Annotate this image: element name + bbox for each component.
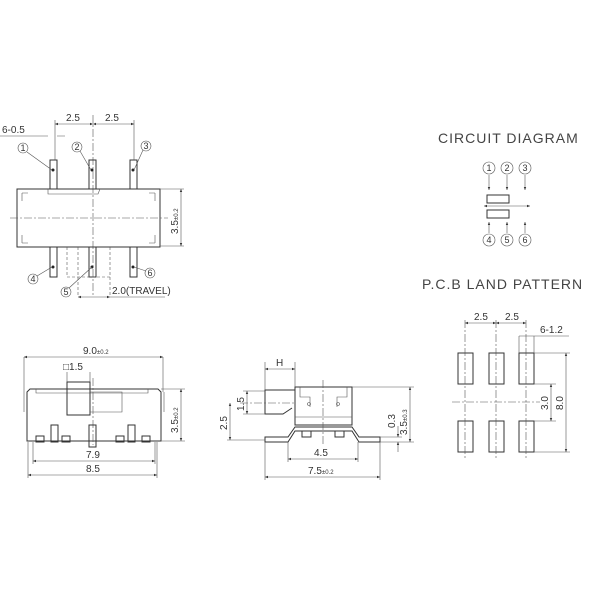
dim-inner: 7.9	[86, 450, 100, 461]
dim-tolerance: ±0.2	[174, 208, 180, 220]
dim-tolerance: ±0.2	[174, 407, 180, 419]
dim-outer: 8.5	[86, 464, 100, 475]
dim-width: 7.5	[308, 466, 322, 477]
front-body	[26, 388, 162, 442]
pin-label: 1	[20, 143, 25, 153]
pin-label: 3	[143, 141, 148, 151]
svg-text:3.5±0.3: 3.5±0.3	[399, 409, 410, 435]
circuit-diagram: CIRCUIT DIAGRAM 1 2 3 4 5 6	[438, 130, 579, 247]
pin-label: 5	[63, 287, 68, 297]
pin-callouts: 1 2 3 4 5 6	[17, 140, 156, 298]
svg-text:3.5±0.2: 3.5±0.2	[170, 208, 181, 234]
dim-actuator: □1.5	[63, 362, 83, 373]
actuator	[66, 381, 91, 416]
svg-text:3.5±0.2: 3.5±0.2	[170, 407, 181, 433]
pin-label: 6	[522, 235, 527, 245]
top-pins	[49, 159, 138, 278]
pin-label: 5	[504, 235, 509, 245]
pcb-land-pattern: P.C.B LAND PATTERN 2.5 2.5 6-1.2 3.0 8.0	[422, 276, 583, 458]
dim-actuator-position: 2.5	[219, 416, 230, 430]
dim-h: H	[276, 358, 283, 369]
dim-height: 3.5	[170, 419, 181, 433]
dim-actuator-height: 1.5	[236, 397, 247, 411]
dim-tolerance: ±0.2	[97, 350, 109, 356]
dim-total: 8.0	[555, 396, 566, 410]
dim-pitch: 2.5	[105, 113, 119, 124]
top-view: 1 2 3 4 5 6 2.5 2.5 6-0.5 3.5±0.2 2.0(TR…	[0, 113, 184, 299]
svg-text:7.5±0.2: 7.5±0.2	[308, 466, 334, 477]
dim-tolerance: ±0.2	[322, 470, 334, 476]
dim-standoff: 0.3	[387, 414, 398, 428]
front-view: 9.0±0.2 □1.5 3.5±0.2 7.9 8.5	[23, 346, 185, 478]
dim-pitch: 2.5	[505, 312, 519, 323]
svg-text:9.0±0.2: 9.0±0.2	[83, 346, 109, 357]
pin-label: 3	[522, 163, 527, 173]
dim-gap: 3.0	[540, 396, 551, 410]
dim-height: 3.5	[170, 220, 181, 234]
pin-label: 2	[504, 163, 509, 173]
dim-length: 9.0	[83, 346, 97, 357]
side-view: H 1.5 2.5 0.3 3.5±0.3 4.5 7.5±0.2	[219, 358, 414, 480]
side-leads	[264, 426, 381, 443]
dim-pin-width: 6-0.5	[2, 125, 25, 136]
dim-pitch: 2.5	[66, 113, 80, 124]
dim-pad-width: 6-1.2	[540, 325, 563, 336]
dim-tolerance: ±0.3	[403, 409, 409, 421]
dim-pitch: 2.5	[474, 312, 488, 323]
pin-label: 4	[486, 235, 491, 245]
pin-label: 1	[486, 163, 491, 173]
pin-label: 2	[74, 142, 79, 152]
dim-body: 4.5	[314, 448, 328, 459]
pcb-land-pattern-title: P.C.B LAND PATTERN	[422, 276, 583, 292]
pin-label: 6	[147, 268, 152, 278]
pin-label: 4	[30, 274, 35, 284]
side-body	[294, 386, 353, 426]
dim-travel: 2.0(TRAVEL)	[112, 286, 171, 297]
circuit-diagram-title: CIRCUIT DIAGRAM	[438, 130, 579, 146]
dim-height: 3.5	[399, 421, 410, 435]
land-pads	[457, 352, 535, 453]
